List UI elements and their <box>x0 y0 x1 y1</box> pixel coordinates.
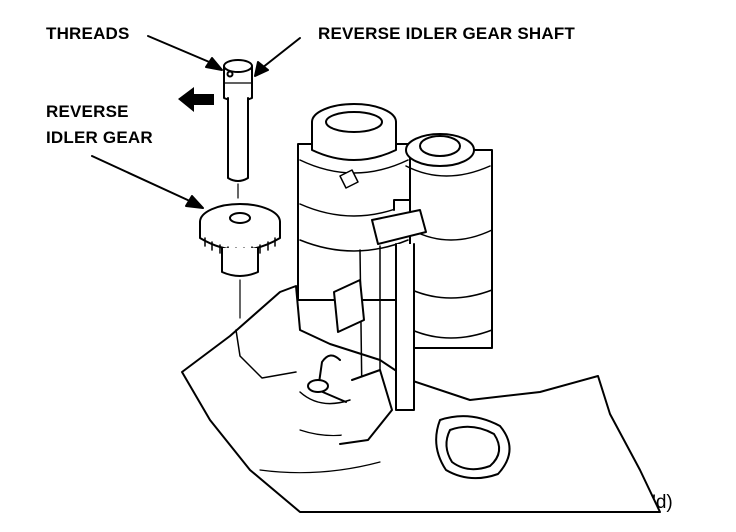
arrow-left-icon <box>178 87 214 112</box>
shaft-arrowhead <box>254 61 269 77</box>
label-reverse-idler-gear-line2: IDLER GEAR <box>46 128 153 147</box>
transmission-case <box>181 285 661 513</box>
gear-arrowhead <box>185 195 204 209</box>
gear-leader <box>91 155 193 203</box>
label-threads: THREADS <box>46 24 130 43</box>
leader-lines <box>91 35 301 209</box>
shaft-leader <box>261 37 301 69</box>
label-reverse-idler-gear-shaft: REVERSE IDLER GEAR SHAFT <box>318 24 575 43</box>
threads-arrowhead <box>205 57 223 71</box>
shift-forks <box>299 199 427 445</box>
reverse-idler-gear-shaft <box>223 59 253 199</box>
gear-clusters <box>297 103 493 349</box>
reverse-idler-gear <box>199 203 281 319</box>
threads-leader <box>147 35 215 65</box>
label-reverse-idler-gear-line1: REVERSE <box>46 102 129 121</box>
